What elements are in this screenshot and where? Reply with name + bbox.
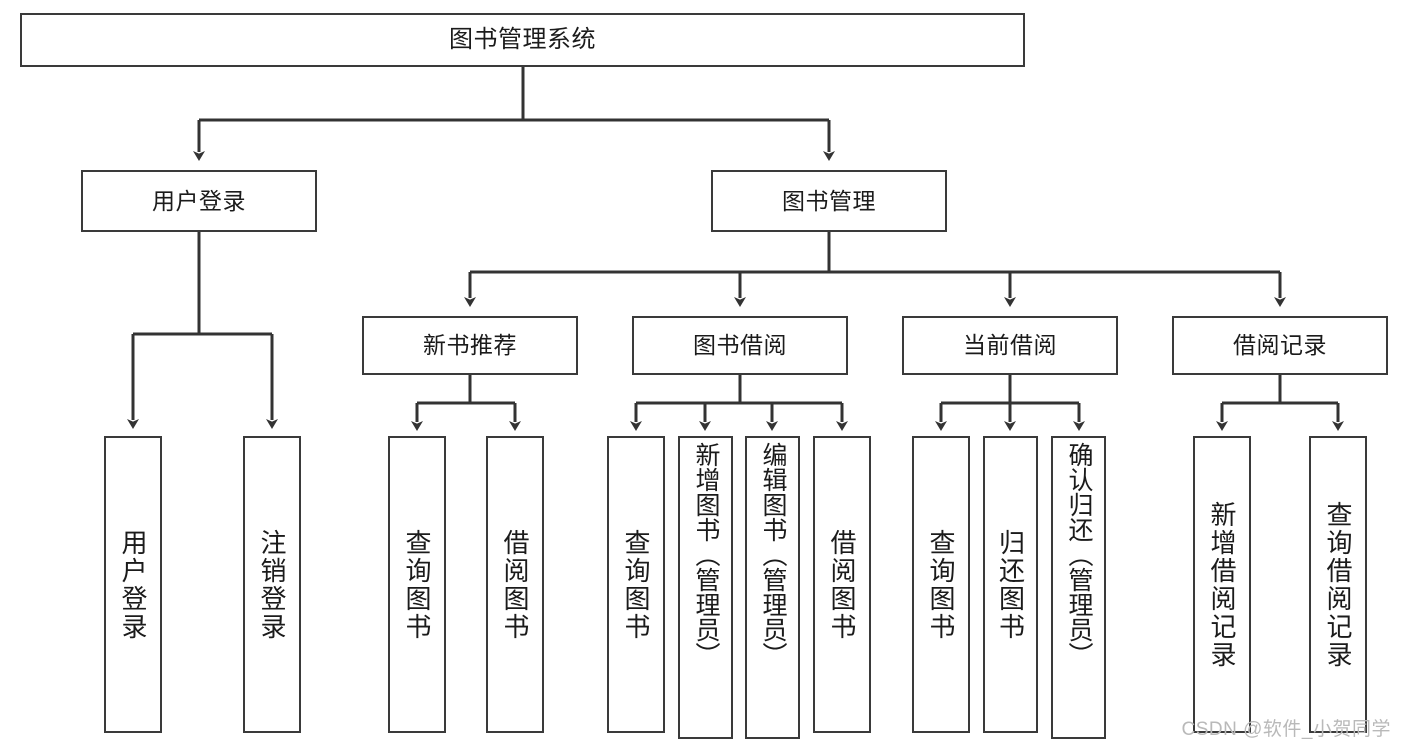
leaf-query-book-current[interactable]: 查询图书 xyxy=(912,436,970,733)
node-label: 新增借阅记录 xyxy=(1207,500,1237,669)
node-label: 新书推荐 xyxy=(423,332,517,359)
node-book-management[interactable]: 图书管理 xyxy=(711,170,947,232)
node-label: 注销登录 xyxy=(257,528,287,641)
node-borrow-record[interactable]: 借阅记录 xyxy=(1172,316,1388,375)
node-label: 查询借阅记录 xyxy=(1323,500,1353,669)
node-label: 图书借阅 xyxy=(693,332,787,359)
leaf-query-book-recommend[interactable]: 查询图书 xyxy=(388,436,446,733)
node-label: 新增图书（管理员） xyxy=(692,442,720,667)
leaf-query-borrow-record[interactable]: 查询借阅记录 xyxy=(1309,436,1367,733)
node-label: 查询图书 xyxy=(926,528,956,641)
node-root-system[interactable]: 图书管理系统 xyxy=(20,13,1025,67)
node-label: 用户登录 xyxy=(152,187,246,214)
node-label: 查询图书 xyxy=(621,528,651,641)
leaf-user-login[interactable]: 用户登录 xyxy=(104,436,162,733)
node-book-borrow[interactable]: 图书借阅 xyxy=(632,316,848,375)
leaf-add-borrow-record[interactable]: 新增借阅记录 xyxy=(1193,436,1251,733)
node-label: 图书管理系统 xyxy=(449,26,596,54)
node-current-borrow[interactable]: 当前借阅 xyxy=(902,316,1118,375)
node-label: 归还图书 xyxy=(995,528,1026,641)
leaf-confirm-return[interactable]: 确认归还（管理员） xyxy=(1051,436,1106,739)
node-label: 当前借阅 xyxy=(963,332,1057,359)
leaf-query-book-borrow[interactable]: 查询图书 xyxy=(607,436,665,733)
node-new-book-recommend[interactable]: 新书推荐 xyxy=(362,316,578,375)
node-label: 确认归还（管理员） xyxy=(1065,442,1093,667)
node-label: 编辑图书（管理员） xyxy=(759,442,787,667)
node-user-login[interactable]: 用户登录 xyxy=(81,170,317,232)
node-label: 用户登录 xyxy=(118,528,148,641)
leaf-borrow-book-recommend[interactable]: 借阅图书 xyxy=(486,436,544,733)
leaf-add-book[interactable]: 新增图书（管理员） xyxy=(678,436,733,739)
leaf-return-book[interactable]: 归还图书 xyxy=(983,436,1038,733)
node-label: 借阅图书 xyxy=(500,528,530,641)
node-label: 查询图书 xyxy=(402,528,432,641)
csdn-watermark: CSDN @软件_小贺同学 xyxy=(1181,719,1391,740)
leaf-user-logout[interactable]: 注销登录 xyxy=(243,436,301,733)
node-label: 借阅图书 xyxy=(827,528,857,641)
leaf-edit-book[interactable]: 编辑图书（管理员） xyxy=(745,436,800,739)
node-label: 借阅记录 xyxy=(1233,332,1327,359)
leaf-borrow-book-borrow[interactable]: 借阅图书 xyxy=(813,436,871,733)
node-label: 图书管理 xyxy=(782,187,876,214)
